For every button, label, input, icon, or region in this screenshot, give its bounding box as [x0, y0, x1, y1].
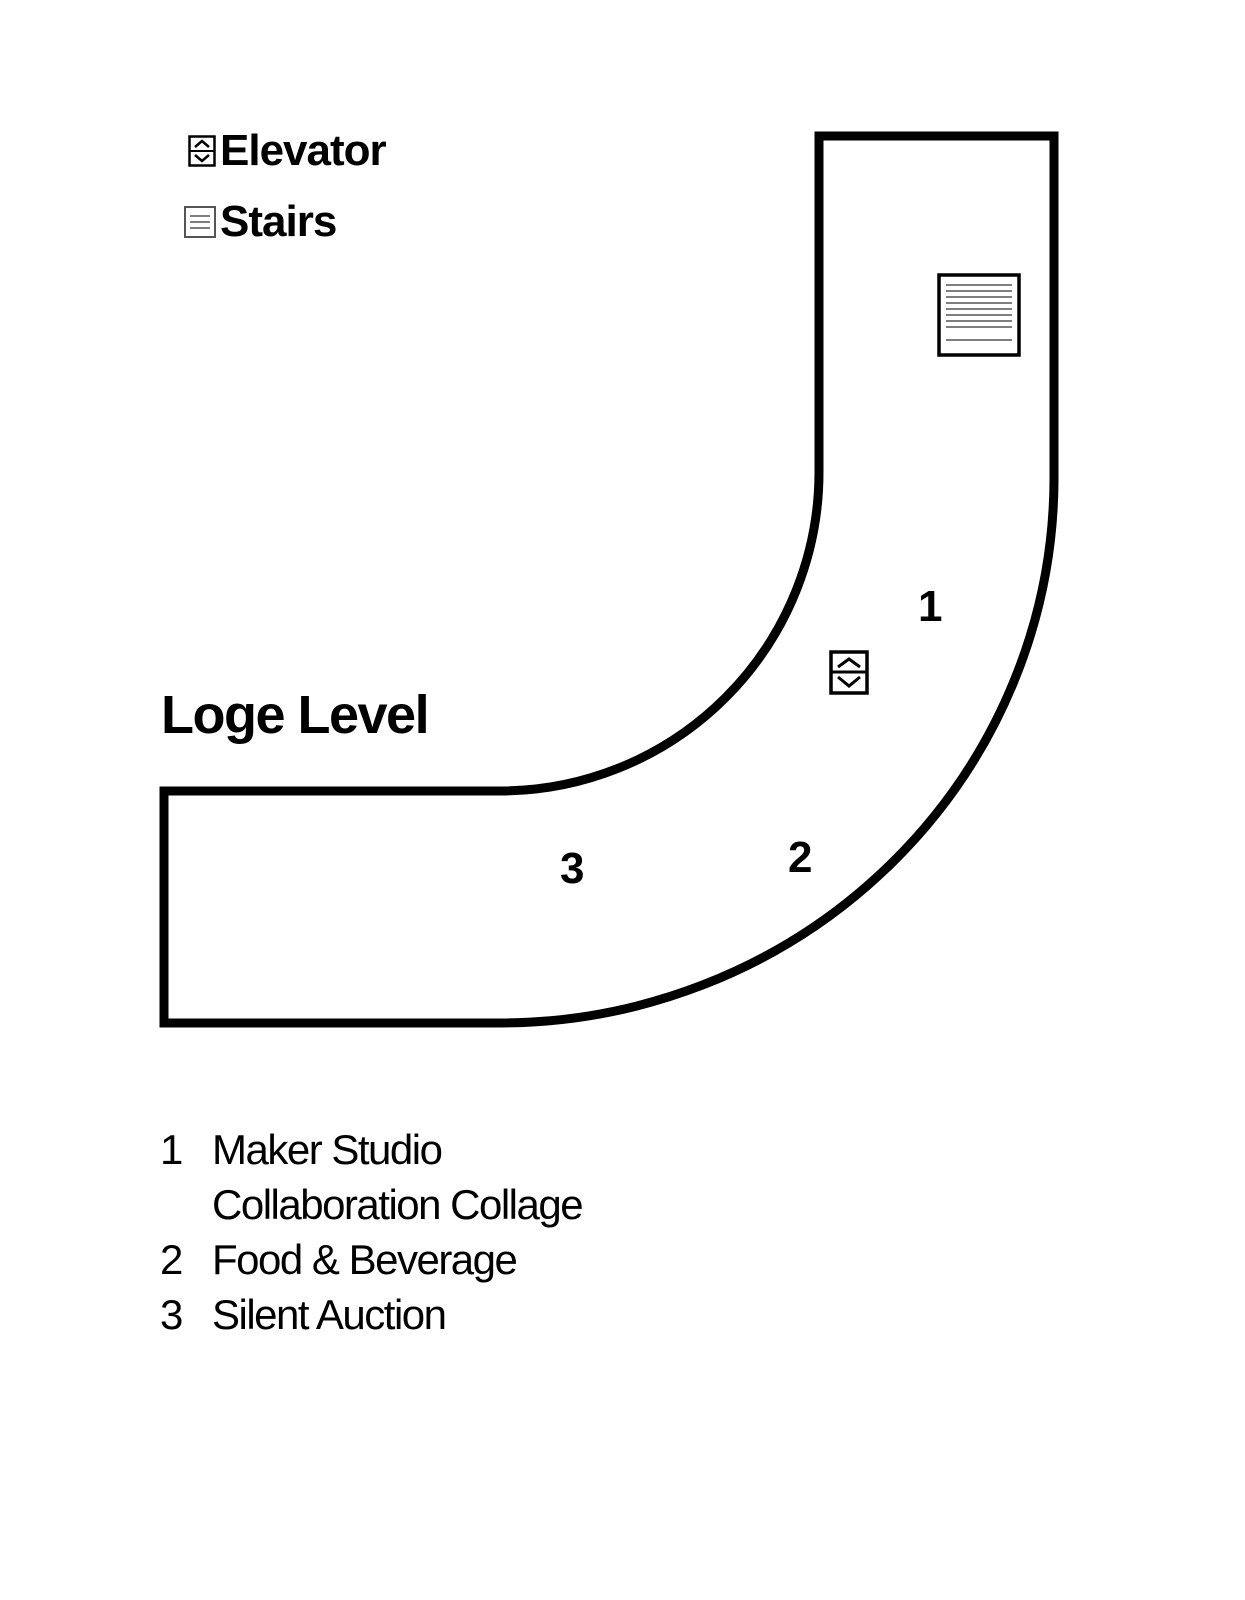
- key-item-1: 1 Maker Studio Collaboration Collage: [160, 1122, 584, 1232]
- map-marker-2: 2: [788, 833, 813, 882]
- legend-label: Stairs: [220, 197, 337, 246]
- map-title: Loge Level: [161, 685, 430, 745]
- legend-label: Elevator: [220, 126, 387, 175]
- key-number: 1: [160, 1126, 183, 1173]
- key-label: Collaboration Collage: [212, 1181, 584, 1228]
- elevator-icon: [188, 135, 216, 167]
- legend-item-stairs: Stairs: [184, 197, 337, 247]
- key-label: Maker Studio: [212, 1126, 443, 1173]
- area-key: 1 Maker Studio Collaboration Collage 2 F…: [160, 1122, 584, 1342]
- key-item-3: 3 Silent Auction: [160, 1287, 582, 1342]
- key-number: 2: [160, 1236, 183, 1283]
- map-marker-1: 1: [918, 582, 943, 631]
- stairs-icon: [937, 273, 1021, 357]
- key-item-2: 2 Food & Beverage: [160, 1232, 582, 1287]
- key-label: Food & Beverage: [212, 1236, 518, 1283]
- elevator-icon: [829, 650, 869, 695]
- legend-item-elevator: Elevator: [188, 126, 387, 176]
- map-marker-3: 3: [560, 844, 585, 893]
- stairs-icon: [184, 206, 216, 238]
- key-label: Silent Auction: [212, 1291, 447, 1338]
- key-number: 3: [160, 1291, 183, 1338]
